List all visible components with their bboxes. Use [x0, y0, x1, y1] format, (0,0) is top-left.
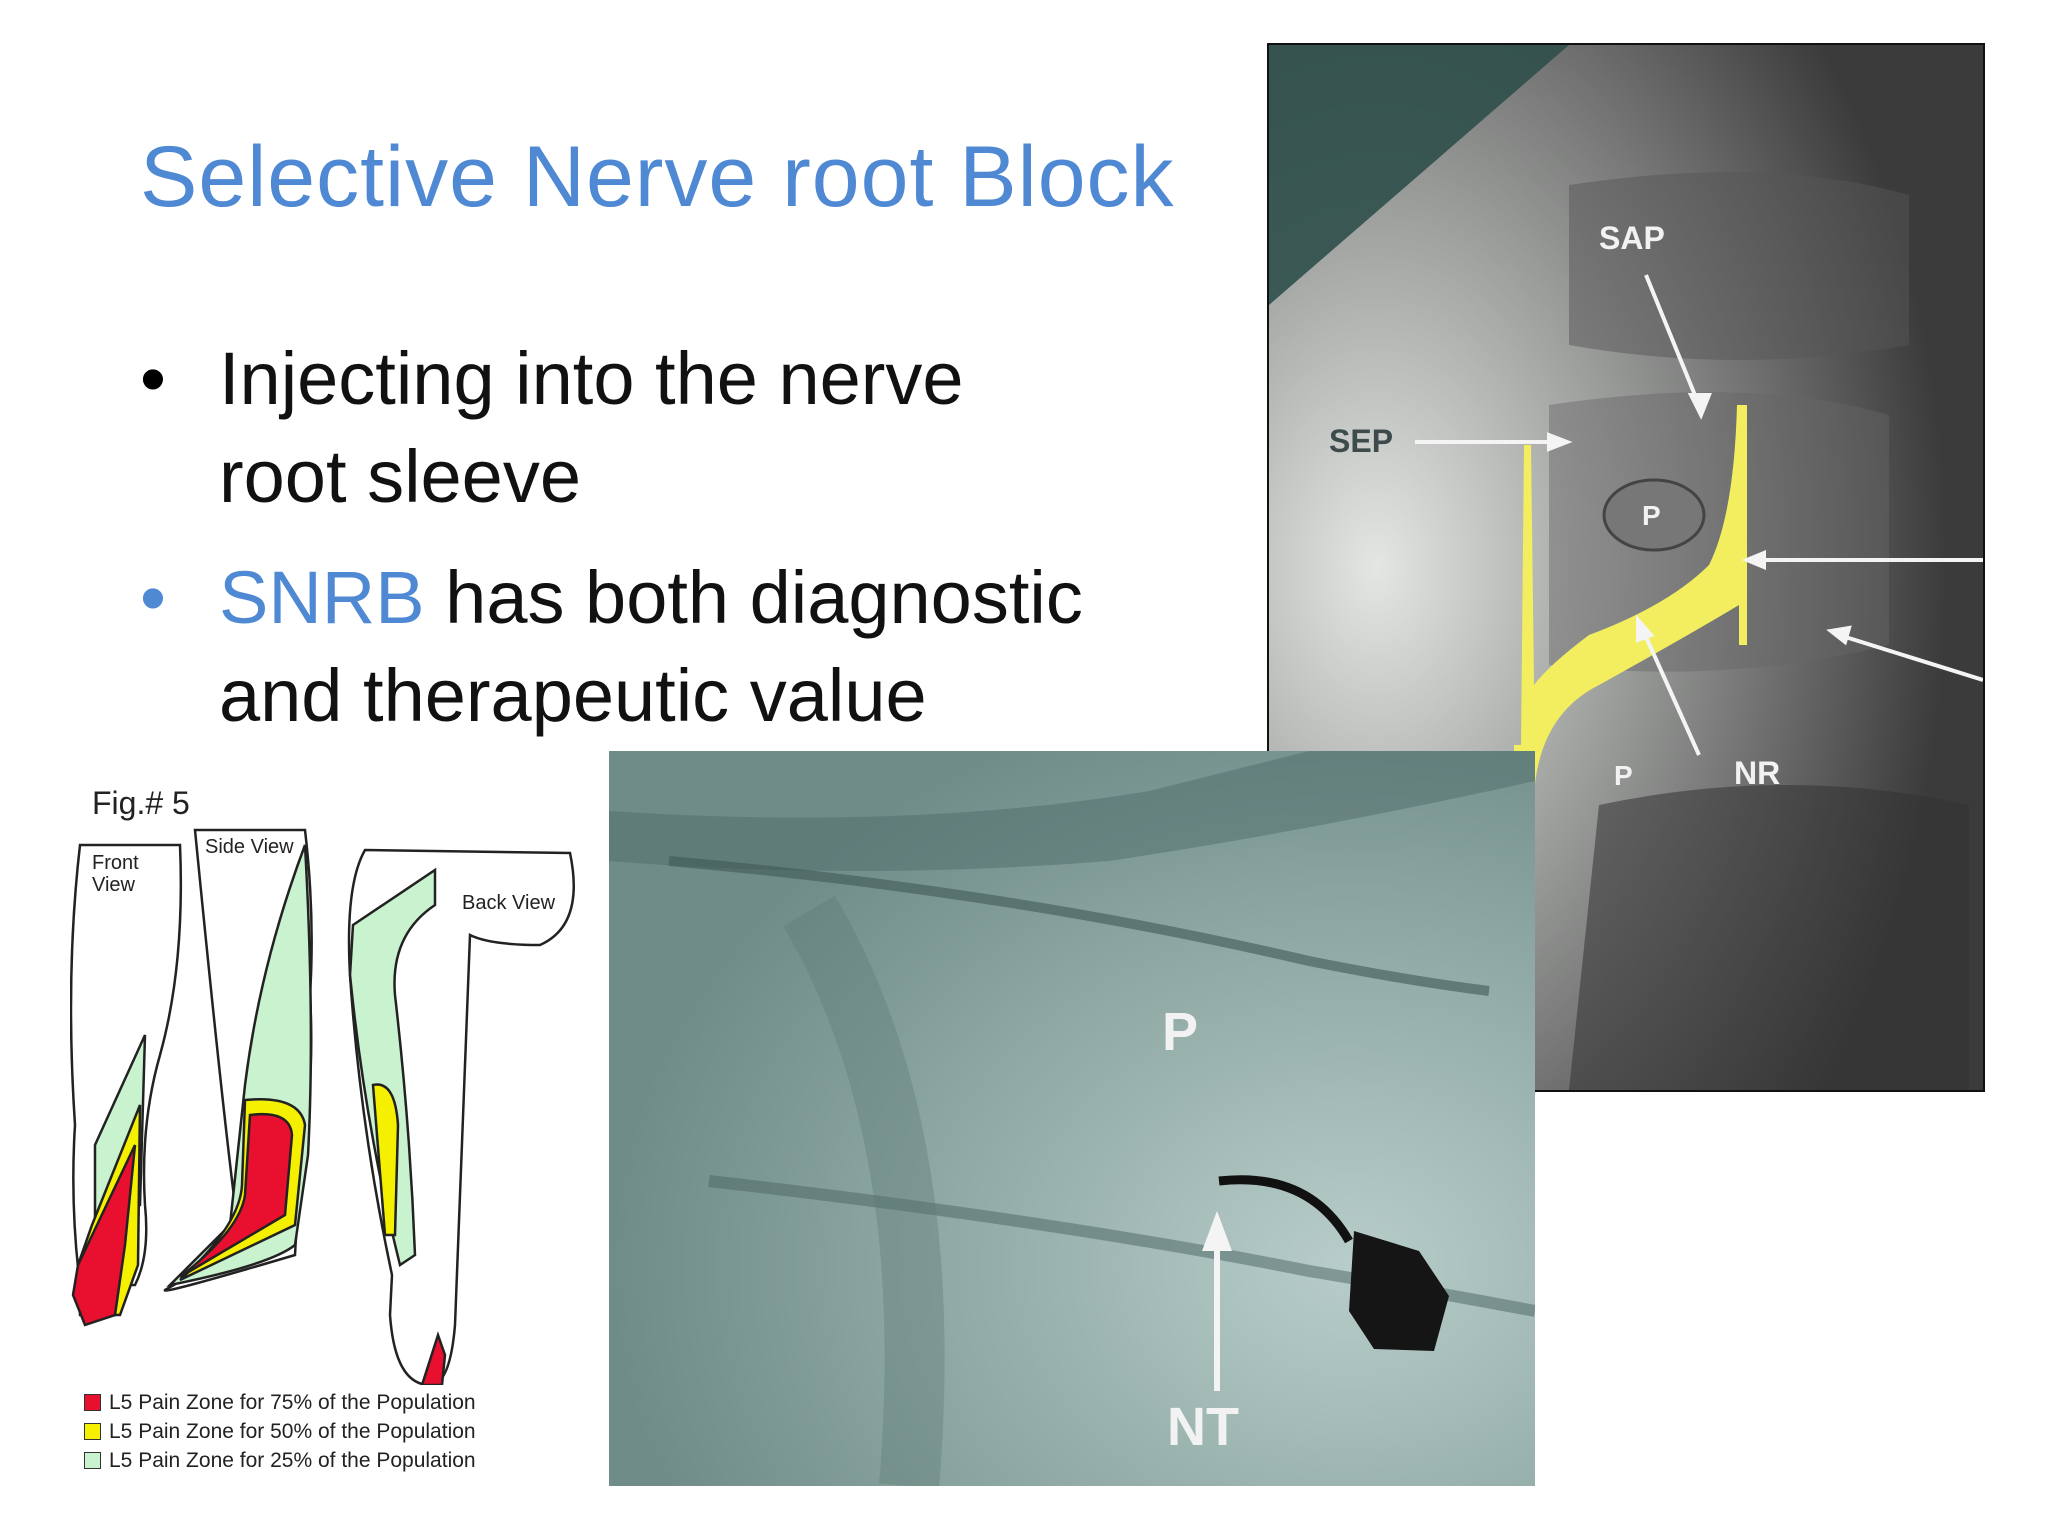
legend-item: L5 Pain Zone for 25% of the Population — [84, 1446, 476, 1475]
bullet-2-line-1: SNRB has both diagnostic — [219, 549, 1083, 647]
legend-item: L5 Pain Zone for 50% of the Population — [84, 1417, 476, 1446]
legend-swatch-red — [84, 1394, 101, 1411]
label-nr: NR — [1734, 755, 1781, 791]
label-sap: SAP — [1599, 220, 1665, 256]
bullet-2-text: has both diagnostic — [424, 556, 1083, 639]
leg-diagram — [70, 828, 575, 1385]
bullet-1-line-1: Injecting into the nerve — [219, 337, 964, 420]
bullet-marker: • — [140, 556, 166, 639]
legend-swatch-green — [84, 1452, 101, 1469]
slide-title: Selective Nerve root Block — [140, 129, 1175, 225]
fluoroscopy-image-bottom: P NT — [609, 751, 1535, 1486]
legend-swatch-yellow — [84, 1423, 101, 1440]
legend-label: L5 Pain Zone for 50% of the Population — [109, 1419, 476, 1443]
label-back-view: Back View — [462, 892, 556, 914]
label-p-pedicle-lower: P — [1614, 760, 1633, 791]
figure-legend: L5 Pain Zone for 75% of the Population L… — [84, 1388, 476, 1475]
legend-label: L5 Pain Zone for 25% of the Population — [109, 1448, 476, 1472]
label-p-pedicle-upper: P — [1642, 500, 1661, 531]
bullet-marker: • — [140, 337, 166, 420]
label-side-view: Side View — [205, 836, 294, 858]
legend-label: L5 Pain Zone for 75% of the Population — [109, 1390, 476, 1414]
label-nt: NT — [1167, 1397, 1239, 1457]
figure-caption: Fig.# 5 — [92, 785, 190, 821]
xray-drawing — [609, 751, 1535, 1486]
label-p: P — [1162, 1002, 1199, 1062]
label-front-view: Front View — [92, 852, 139, 896]
label-sep: SEP — [1329, 423, 1394, 459]
bullet-2-line-2: and therapeutic value — [219, 654, 927, 737]
bullet-1-line-2: root sleeve — [219, 435, 581, 518]
legend-item: L5 Pain Zone for 75% of the Population — [84, 1388, 476, 1417]
snrb-highlight: SNRB — [219, 556, 425, 639]
